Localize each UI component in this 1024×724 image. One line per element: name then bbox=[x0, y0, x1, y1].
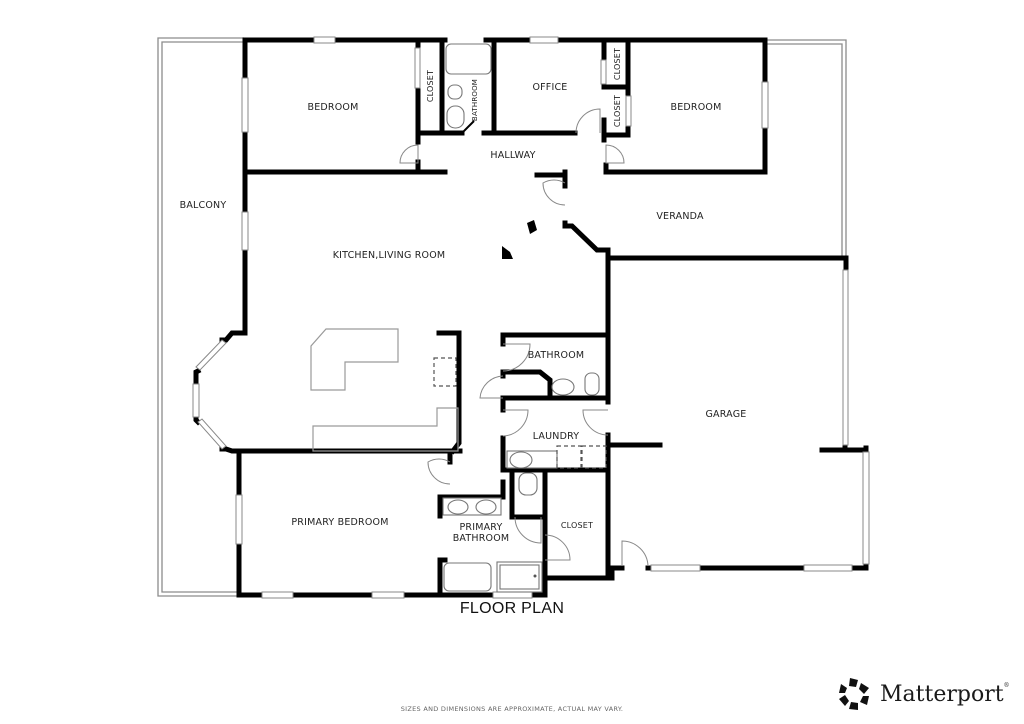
windows bbox=[192, 36, 870, 599]
label-closet-east-top: CLOSET bbox=[613, 48, 622, 80]
matterport-logo-icon bbox=[839, 678, 869, 710]
label-kitchen-living: KITCHEN,LIVING ROOM bbox=[333, 250, 446, 261]
label-hallway: HALLWAY bbox=[490, 150, 535, 161]
room-labels: BEDROOM CLOSET BATHROOM OFFICE CLOSET CL… bbox=[180, 48, 747, 544]
label-closet-primary: CLOSET bbox=[561, 521, 593, 530]
label-primary-bedroom: PRIMARY BEDROOM bbox=[291, 517, 388, 528]
balcony-outline bbox=[157, 37, 244, 597]
label-bathroom-mid: BATHROOM bbox=[528, 350, 585, 361]
label-primary-bathroom-1: PRIMARY bbox=[459, 522, 502, 533]
label-bedroom-east: BEDROOM bbox=[671, 102, 722, 113]
brand-name: Matterport® bbox=[880, 681, 1010, 707]
label-garage: GARAGE bbox=[706, 409, 747, 420]
label-closet-east-bottom: CLOSET bbox=[613, 95, 622, 127]
label-laundry: LAUNDRY bbox=[533, 431, 580, 442]
floor-plan-title: FLOOR PLAN bbox=[459, 600, 565, 617]
label-office: OFFICE bbox=[532, 82, 567, 93]
doors bbox=[399, 108, 649, 567]
label-bathroom-upper: BATHROOM bbox=[471, 79, 479, 121]
label-primary-bathroom-2: BATHROOM bbox=[453, 533, 510, 544]
label-bedroom-west: BEDROOM bbox=[308, 102, 359, 113]
fixtures bbox=[310, 43, 607, 593]
label-closet-west: CLOSET bbox=[426, 70, 435, 102]
label-balcony: BALCONY bbox=[180, 200, 227, 211]
label-veranda: VERANDA bbox=[656, 211, 704, 222]
disclaimer-text: SIZES AND DIMENSIONS ARE APPROXIMATE, AC… bbox=[400, 705, 624, 713]
matterport-brand: Matterport® bbox=[836, 676, 1010, 712]
veranda-outline bbox=[765, 39, 847, 258]
